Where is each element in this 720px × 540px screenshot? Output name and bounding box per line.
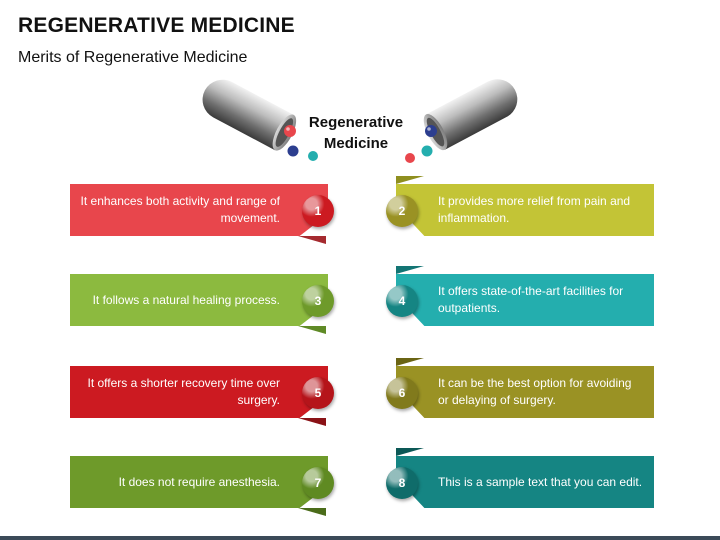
merit-text-3: It follows a natural healing process. (92, 292, 280, 307)
badge-4: 4 (386, 285, 418, 317)
card-fold (396, 358, 424, 366)
merit-text-7: It does not require anesthesia. (118, 474, 280, 489)
page-subtitle: Merits of Regenerative Medicine (18, 49, 248, 66)
merit-text-6: It can be the best option for avoiding o… (438, 376, 632, 407)
merit-card-3: It follows a natural healing process. (70, 274, 328, 326)
granule-icon (284, 125, 318, 161)
merit-text-4: It offers state-of-the-art facilities fo… (438, 284, 624, 315)
badge-8: 8 (386, 467, 418, 499)
card-fold (298, 508, 326, 516)
merit-text-5: It offers a shorter recovery time over s… (87, 376, 280, 407)
merit-text-1: It enhances both activity and range of m… (80, 194, 280, 225)
badge-3: 3 (302, 285, 334, 317)
badge-2: 2 (386, 195, 418, 227)
merit-card-4: It offers state-of-the-art facilities fo… (396, 274, 654, 326)
merit-card-5: It offers a shorter recovery time over s… (70, 366, 328, 418)
card-fold (396, 176, 424, 184)
badge-5: 5 (302, 377, 334, 409)
card-fold (298, 326, 326, 334)
merit-card-2: It provides more relief from pain and in… (396, 184, 654, 236)
badge-7: 7 (302, 467, 334, 499)
merit-card-1: It enhances both activity and range of m… (70, 184, 328, 236)
merit-text-2: It provides more relief from pain and in… (438, 194, 631, 225)
merit-card-6: It can be the best option for avoiding o… (396, 366, 654, 418)
card-fold (396, 266, 424, 274)
granule-icon (405, 125, 437, 163)
card-fold (298, 236, 326, 244)
card-fold (298, 418, 326, 426)
page-title: REGENERATIVE MEDICINE (18, 14, 295, 37)
center-label: Regenerative Medicine (308, 114, 404, 152)
merit-text-8: This is a sample text that you can edit. (438, 474, 643, 489)
card-fold (396, 448, 424, 456)
merit-card-8: This is a sample text that you can edit. (396, 456, 654, 508)
badge-6: 6 (386, 377, 418, 409)
merit-card-7: It does not require anesthesia. (70, 456, 328, 508)
bottom-bar (0, 536, 720, 540)
badge-1: 1 (302, 195, 334, 227)
